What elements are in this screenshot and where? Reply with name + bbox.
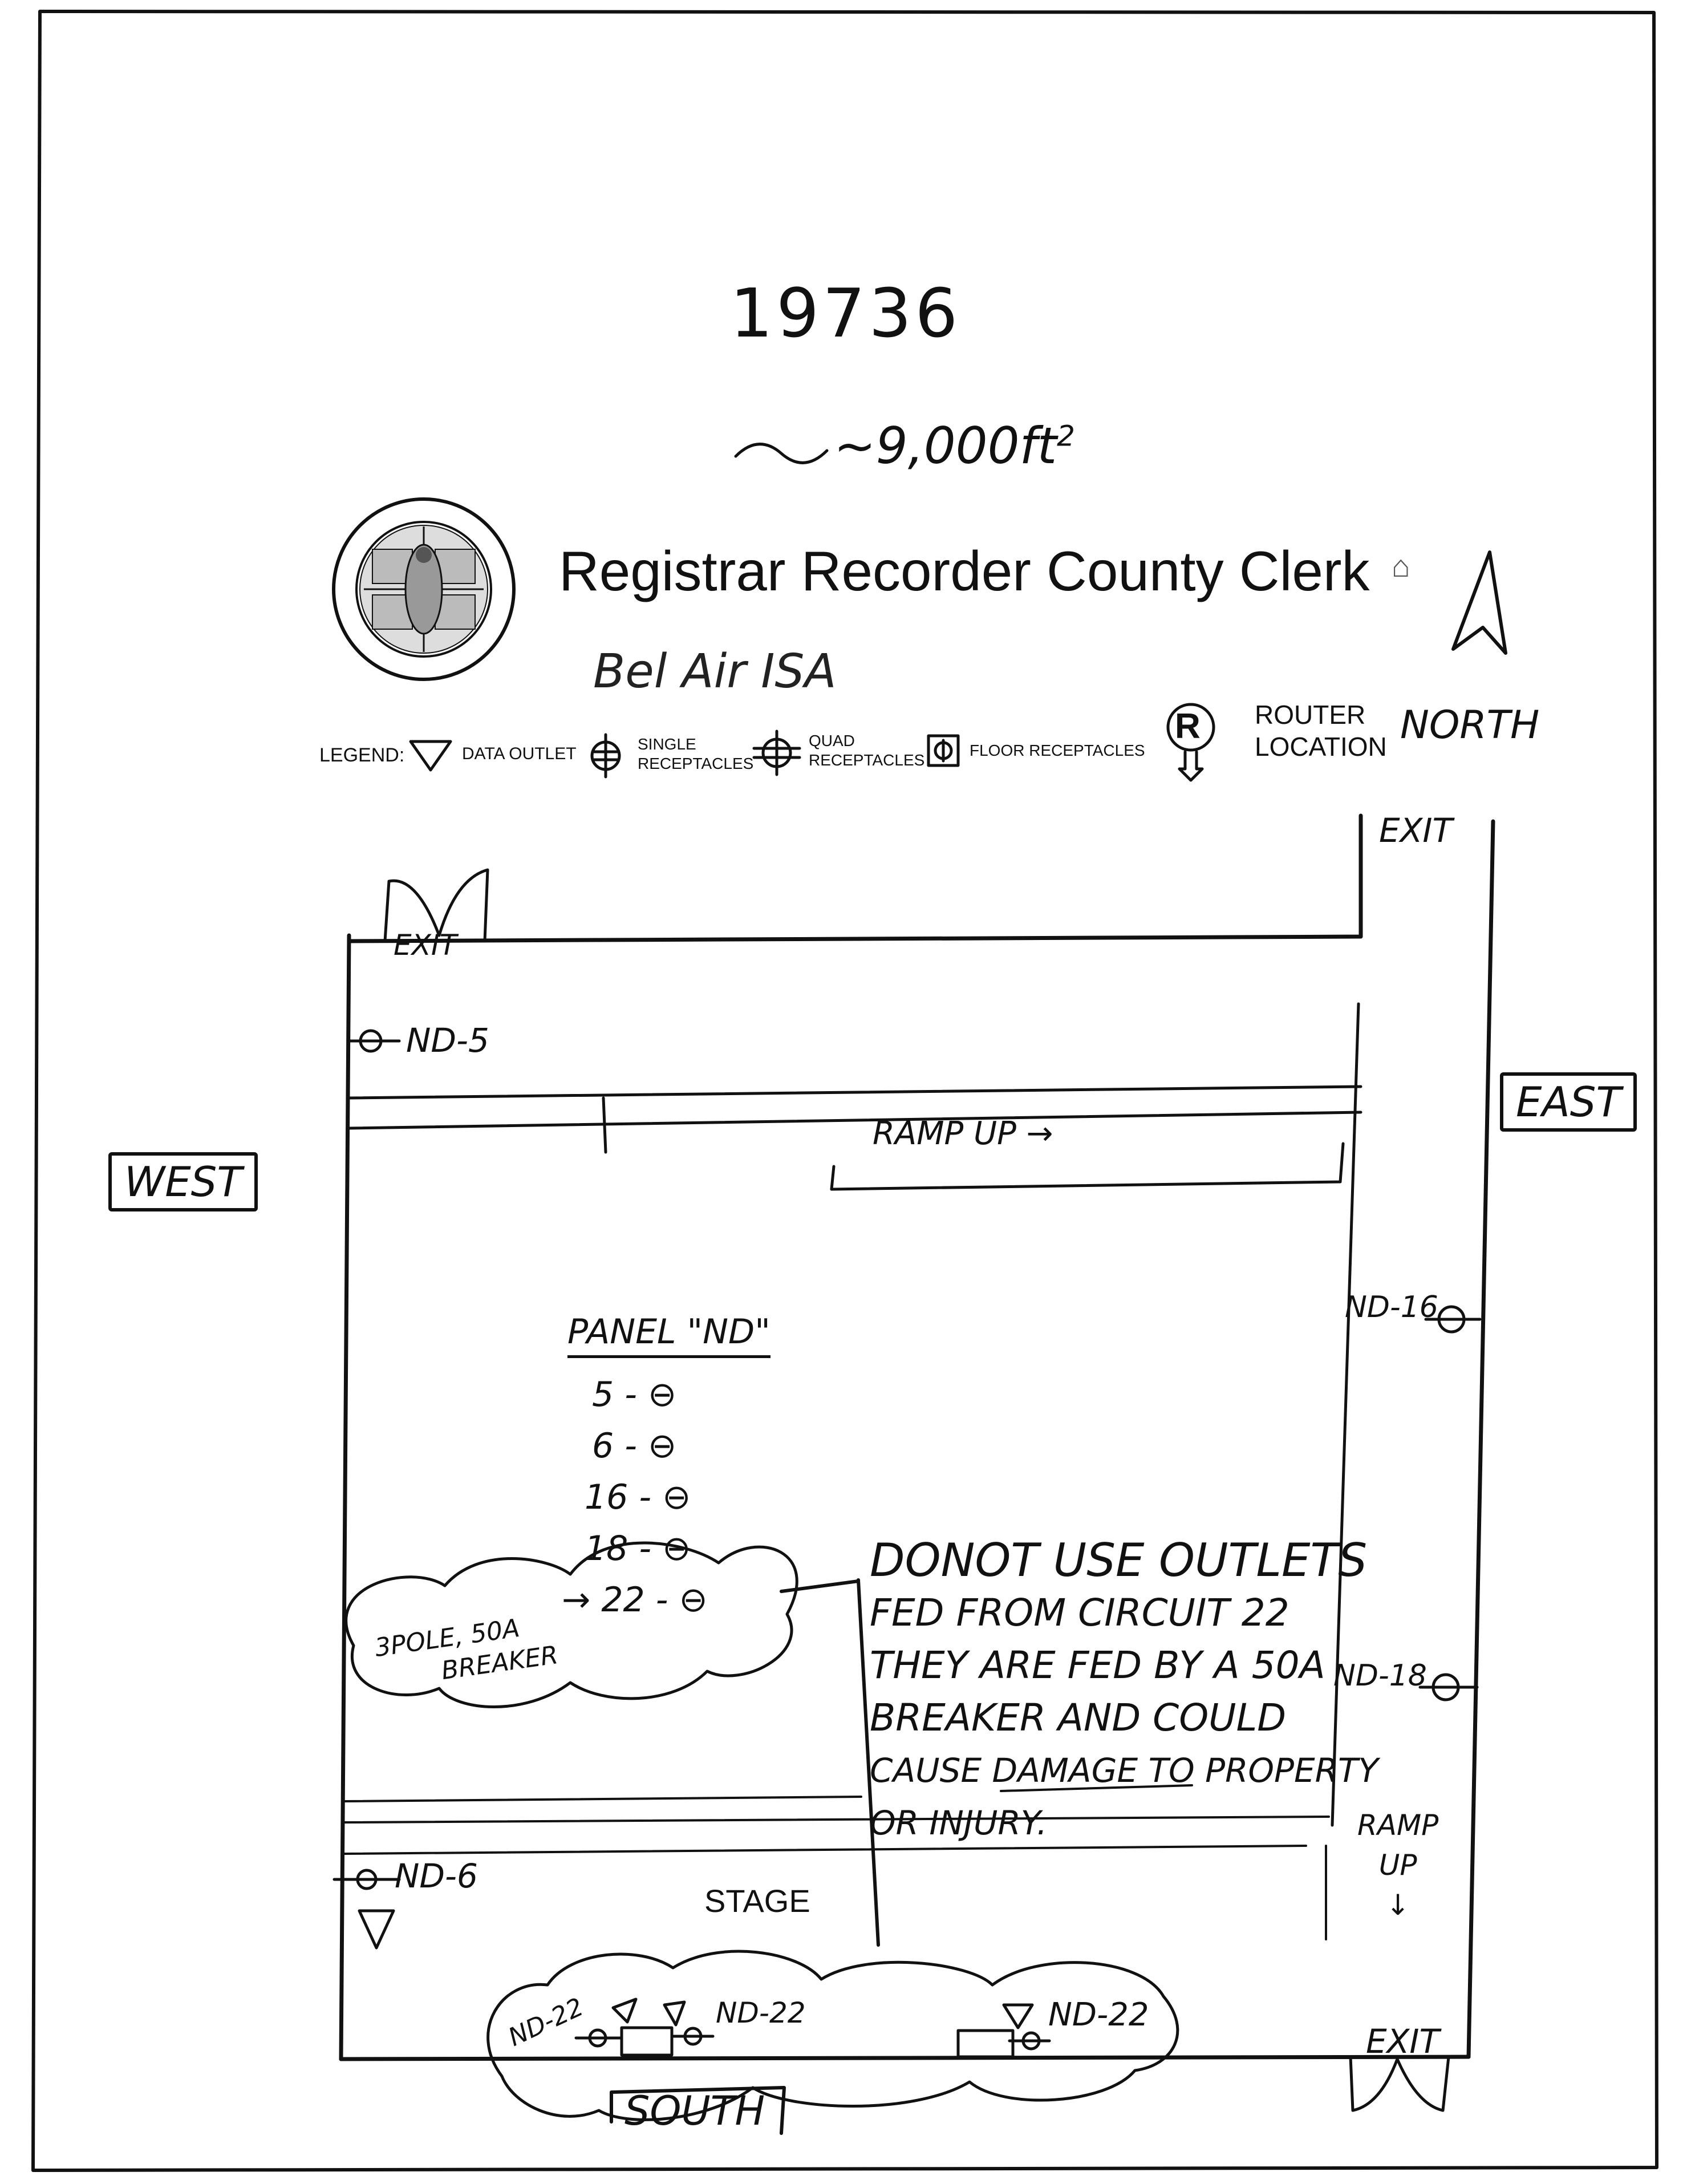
direction-west: WEST <box>108 1152 258 1211</box>
legend-quad-line1: QUAD <box>809 732 855 749</box>
floor-area-value: ~9,000ft <box>834 416 1057 475</box>
legend-router-letter: R <box>1175 707 1201 746</box>
ramp-up-side: RAMP UP ↓ <box>1357 1805 1438 1925</box>
stage-label: STAGE <box>704 1883 810 1919</box>
breaker-cloud <box>344 1541 798 1708</box>
panel-row-16: 16 - ⊖ <box>585 1477 691 1517</box>
home-icon: ⌂ <box>1392 549 1410 584</box>
seal-emblem-icon <box>332 497 516 681</box>
warning-line1: DONOT USE OUTLETS <box>870 1534 1368 1587</box>
exit-top-left: EXIT <box>394 929 457 962</box>
county-seal <box>330 495 518 683</box>
legend-data-outlet: DATA OUTLET <box>462 744 577 763</box>
legend-router-line1: ROUTER <box>1255 700 1366 730</box>
north-wall <box>347 813 1363 943</box>
panel-row-18: 18 - ⊖ <box>585 1529 691 1569</box>
warning-line5: CAUSE DAMAGE TO PROPERTY <box>870 1751 1378 1790</box>
legend-single-line2: RECEPTACLES <box>638 755 754 772</box>
legend-single-line1: SINGLE <box>638 735 696 753</box>
legend-router-location: ROUTER LOCATION <box>1255 699 1387 763</box>
ramp-divider <box>602 1096 607 1154</box>
legend-quad-line2: RECEPTACLES <box>809 751 925 769</box>
south-wall <box>339 2055 1471 2061</box>
warning-line3: THEY ARE FED BY A 50A <box>870 1643 1325 1687</box>
legend-quad-receptacles: QUAD RECEPTACLES <box>809 731 924 770</box>
callout-leader <box>780 1579 860 1593</box>
ramp-up-top: RAMP UP → <box>873 1115 1053 1152</box>
stage-line-3 <box>343 1845 1307 1855</box>
direction-east: EAST <box>1500 1072 1637 1132</box>
outlet-nd16: ND-16 <box>1345 1290 1438 1324</box>
circuit-22-cloud <box>486 1950 1179 2121</box>
ramp-up-side-arrow: ↓ <box>1386 1889 1410 1922</box>
page-border <box>31 10 1658 2172</box>
stage-line-1 <box>343 1796 862 1802</box>
ramp-up-box <box>830 1142 1345 1191</box>
stage-line-2 <box>343 1816 1330 1824</box>
legend-symbols <box>409 703 1215 782</box>
direction-south: SOUTH <box>624 2088 765 2134</box>
legend-label: LEGEND: <box>319 744 405 766</box>
direction-north: NORTH <box>1400 703 1540 748</box>
warning-note: DONOT USE OUTLETS FED FROM CIRCUIT 22 TH… <box>870 1534 1378 1849</box>
outlet-nd6: ND-6 <box>395 1857 478 1895</box>
panel-row-5: 5 - ⊖ <box>592 1375 677 1415</box>
ramp-line-lower <box>347 1111 1362 1130</box>
handwritten-subtitle: Bel Air ISA <box>593 645 837 699</box>
panel-title: PANEL "ND" <box>567 1312 770 1358</box>
outlet-nd5: ND-5 <box>406 1021 489 1060</box>
floor-area-exponent: 2 <box>1057 419 1075 453</box>
floor-area: ~9,000ft2 <box>834 416 1075 475</box>
data-outlet-symbols <box>358 1909 1034 2029</box>
warning-line4: BREAKER AND COULD <box>870 1696 1287 1740</box>
document-number: 19736 <box>730 274 962 352</box>
outlet-nd18: ND-18 <box>1333 1659 1427 1693</box>
legend-floor-receptacles: FLOOR RECEPTACLES <box>970 741 1145 759</box>
panel-row-6: 6 - ⊖ <box>592 1426 677 1466</box>
warning-line6: OR INJURY. <box>870 1804 1048 1842</box>
outlet-nd22-c: ND-22 <box>1048 1996 1149 2033</box>
exit-door-bottom-right <box>1349 2055 1450 2112</box>
west-wall <box>339 933 351 2061</box>
exit-bottom-right: EXIT <box>1366 2022 1439 2061</box>
header-title: Registrar Recorder County Clerk <box>559 540 1370 602</box>
legend-single-receptacles: SINGLE RECEPTACLES <box>638 735 753 773</box>
ramp-up-side-line2: UP <box>1378 1849 1417 1882</box>
inner-east-wall <box>1331 1002 1360 1827</box>
east-wall <box>1466 819 1495 2059</box>
ramp-line-upper <box>347 1085 1362 1100</box>
outlet-nd22-b: ND-22 <box>716 1996 806 2029</box>
floor-box-symbols <box>620 2026 1015 2059</box>
warning-line2: FED FROM CIRCUIT 22 <box>870 1591 1289 1635</box>
north-arrow <box>1451 550 1507 655</box>
exit-top-right: EXIT <box>1379 811 1453 850</box>
warning-box-left <box>857 1578 880 1947</box>
exit-door-top-left <box>383 868 489 943</box>
panel-row-22: → 22 - ⊖ <box>562 1580 708 1620</box>
receptacle-symbols <box>332 1029 1482 2051</box>
legend-router-line2: LOCATION <box>1255 732 1387 761</box>
ramp-up-side-line1: RAMP <box>1357 1809 1439 1842</box>
